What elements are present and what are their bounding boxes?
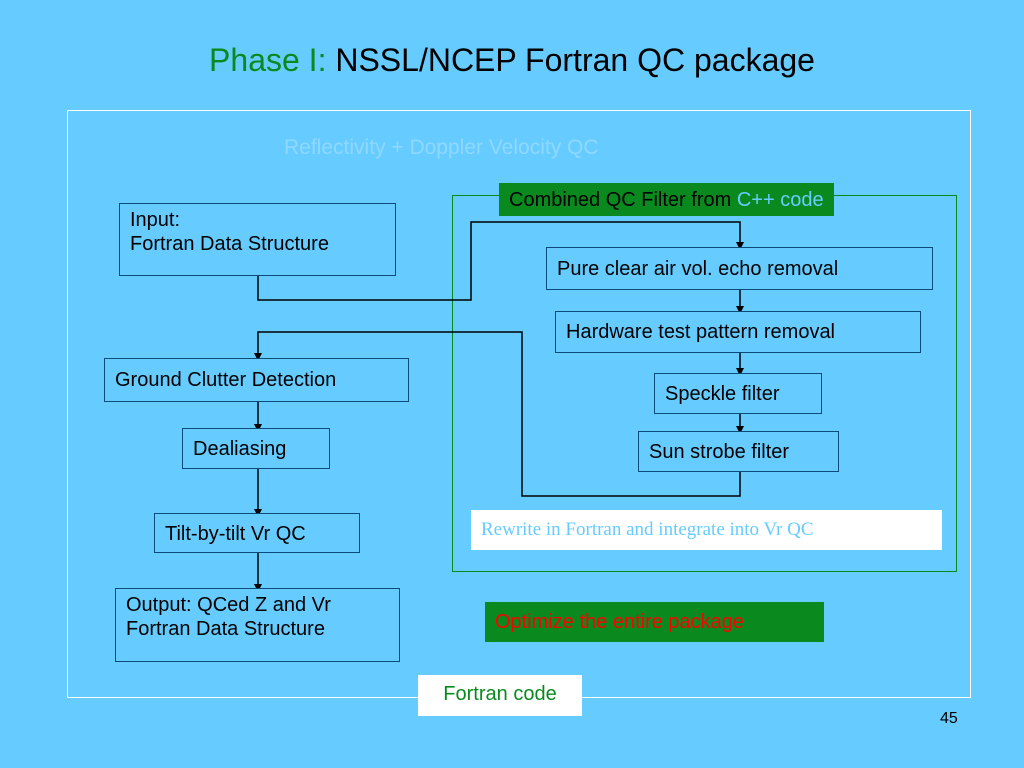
fortran-code-label: Fortran code: [443, 683, 557, 705]
dealiasing-box: Dealiasing: [182, 428, 330, 469]
sun-strobe-box: Sun strobe filter: [638, 431, 839, 472]
dealiasing-label: Dealiasing: [193, 438, 287, 460]
hardware-box: Hardware test pattern removal: [555, 311, 921, 353]
combined-qc-header: Combined QC Filter from C++ code: [499, 183, 834, 216]
combined-qc-header-cpp: C++ code: [736, 189, 824, 211]
input-line2: Fortran Data Structure: [130, 233, 329, 255]
output-line1: Output: QCed Z and Vr: [126, 594, 331, 616]
fortran-code-label-box: Fortran code: [418, 675, 582, 716]
optimize-note-box: Optimize the entire package: [485, 602, 824, 642]
input-line1: Input:: [130, 209, 181, 231]
output-box: Output: QCed Z and Vr Fortran Data Struc…: [115, 588, 400, 662]
clear-air-label: Pure clear air vol. echo removal: [557, 258, 839, 280]
tilt-qc-label: Tilt-by-tilt Vr QC: [165, 523, 306, 545]
output-line2: Fortran Data Structure: [126, 618, 325, 640]
connector-input-to-clear-air: [257, 221, 744, 301]
slide-title: Phase I: NSSL/NCEP Fortran QC package: [0, 42, 1024, 79]
optimize-note-label: Optimize the entire package: [495, 611, 745, 633]
speckle-label: Speckle filter: [665, 383, 780, 405]
rewrite-note-label: Rewrite in Fortran and integrate into Vr…: [481, 519, 814, 540]
clear-air-box: Pure clear air vol. echo removal: [546, 247, 933, 290]
ground-clutter-box: Ground Clutter Detection: [104, 358, 409, 402]
connector-sun-strobe-to-ground-clutter: [254, 331, 741, 497]
hardware-label: Hardware test pattern removal: [566, 321, 836, 343]
diagram-subtitle: Reflectivity + Doppler Velocity QC: [284, 136, 599, 159]
title-prefix: Phase I:: [209, 42, 327, 78]
speckle-box: Speckle filter: [654, 373, 822, 414]
sun-strobe-label: Sun strobe filter: [649, 441, 790, 463]
tilt-qc-box: Tilt-by-tilt Vr QC: [154, 513, 360, 553]
title-main: NSSL/NCEP Fortran QC package: [335, 42, 815, 78]
combined-qc-header-prefix: Combined QC Filter from: [509, 189, 737, 211]
rewrite-note-box: Rewrite in Fortran and integrate into Vr…: [471, 510, 942, 550]
ground-clutter-label: Ground Clutter Detection: [115, 369, 337, 391]
input-box: Input: Fortran Data Structure: [119, 203, 396, 276]
slide-number: 45: [940, 710, 958, 727]
